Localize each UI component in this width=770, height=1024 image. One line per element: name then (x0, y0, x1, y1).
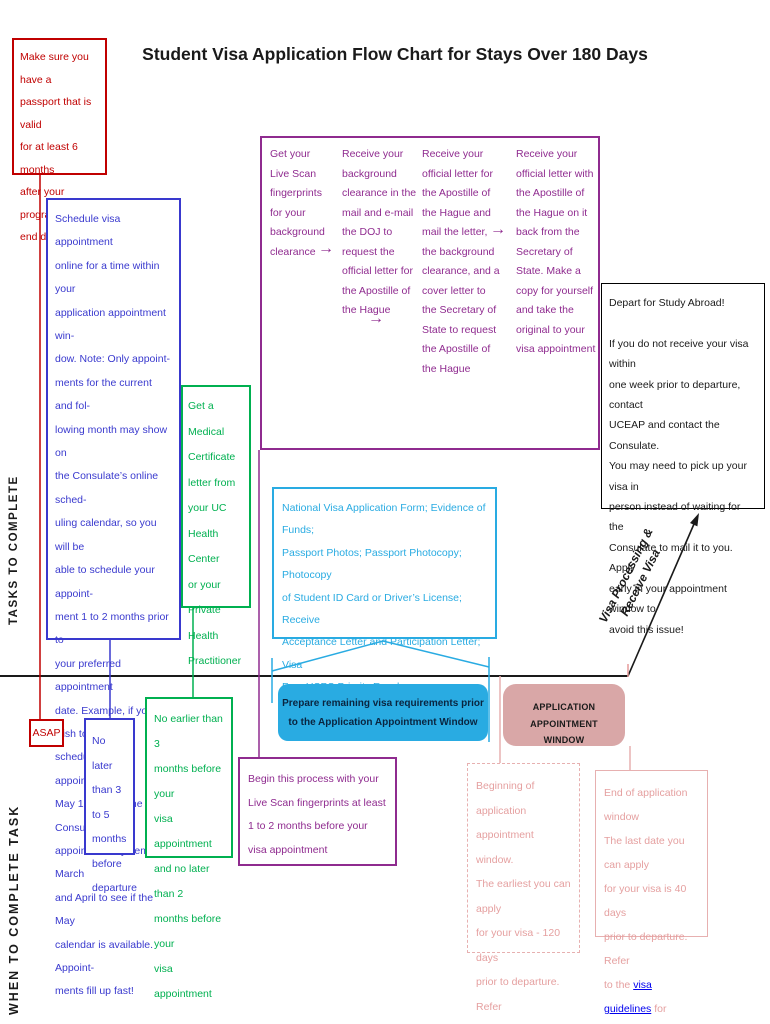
tasks-axis-label: TASKS TO COMPLETE (8, 475, 20, 625)
when-axis-label: WHEN TO COMPLETE TASK (7, 804, 21, 1015)
depart-study-abroad-box: Depart for Study Abroad!If you do not re… (601, 283, 765, 636)
page-title: Student Visa Application Flow Chart for … (142, 44, 648, 64)
visa-requirements-box: National Visa Application Form; Evidence… (272, 487, 497, 738)
end-window-link-prefix: to the (604, 979, 634, 991)
arrow-right-icon: → (368, 310, 384, 327)
asap-box: ASAP (29, 719, 64, 747)
end-window-link-suffix: for (651, 1003, 667, 1015)
prepare-requirements-pill: Prepare remaining visa requirements prio… (278, 684, 488, 741)
arrow-right-icon: → (318, 240, 334, 257)
visa-guidelines-link[interactable]: visa guidelines (604, 979, 652, 1015)
arrow-right-icon: → (490, 221, 506, 238)
